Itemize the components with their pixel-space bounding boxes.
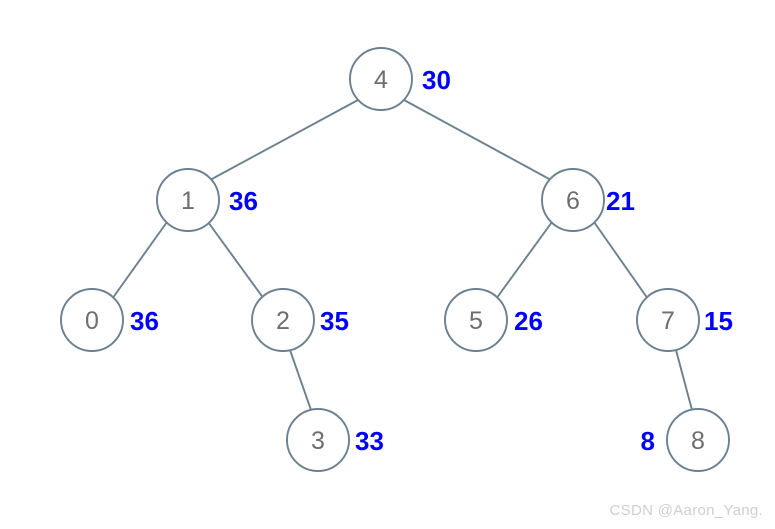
node-circle-8[interactable] — [666, 408, 730, 472]
node-label-4: 30 — [422, 65, 451, 95]
node-key-5: 5 — [469, 307, 483, 335]
node-key-7: 7 — [661, 307, 675, 335]
node-circle-4[interactable] — [349, 47, 413, 111]
tree-node-2[interactable]: 2 35 — [251, 288, 349, 352]
tree-edge-4-6 — [403, 99, 552, 181]
tree-edge-4-1 — [209, 99, 359, 181]
node-label-1: 36 — [229, 186, 258, 216]
node-label-8: 8 — [641, 426, 655, 456]
node-key-0: 0 — [85, 307, 99, 335]
node-circle-0[interactable] — [60, 288, 124, 352]
node-key-1: 1 — [181, 187, 195, 215]
node-label-3: 33 — [355, 426, 384, 456]
node-label-2: 35 — [320, 306, 349, 336]
node-circle-6[interactable] — [541, 168, 605, 232]
node-circle-3[interactable] — [286, 408, 350, 472]
tree-node-4[interactable]: 4 30 — [349, 47, 451, 111]
node-label-5: 26 — [514, 306, 543, 336]
tree-node-0[interactable]: 0 36 — [60, 288, 159, 352]
node-key-3: 3 — [311, 427, 325, 455]
edge-group — [111, 99, 693, 411]
tree-edge-6-5 — [495, 221, 553, 300]
tree-edge-6-7 — [593, 221, 649, 300]
node-circle-5[interactable] — [444, 288, 508, 352]
tree-node-8[interactable]: 88 — [641, 408, 730, 472]
node-circle-1[interactable] — [156, 168, 220, 232]
node-circle-2[interactable] — [251, 288, 315, 352]
node-label-0: 36 — [130, 306, 159, 336]
node-key-4: 4 — [374, 66, 388, 94]
tree-node-7[interactable]: 7 15 — [636, 288, 733, 352]
node-circle-7[interactable] — [636, 288, 700, 352]
watermark: CSDN @Aaron_Yang. — [609, 502, 763, 519]
node-key-6: 6 — [566, 187, 580, 215]
node-label-7: 15 — [704, 306, 733, 336]
tree-node-6[interactable]: 6 21 — [541, 168, 635, 232]
tree-edge-1-0 — [111, 221, 168, 300]
tree-edge-1-2 — [207, 221, 265, 300]
node-key-8: 8 — [691, 427, 705, 455]
node-key-2: 2 — [276, 307, 290, 335]
tree-edge-7-8 — [675, 349, 693, 411]
node-label-6: 21 — [606, 186, 635, 216]
tree-edge-2-3 — [289, 349, 312, 411]
tree-node-1[interactable]: 1 36 — [156, 168, 258, 232]
tree-node-5[interactable]: 5 26 — [444, 288, 543, 352]
